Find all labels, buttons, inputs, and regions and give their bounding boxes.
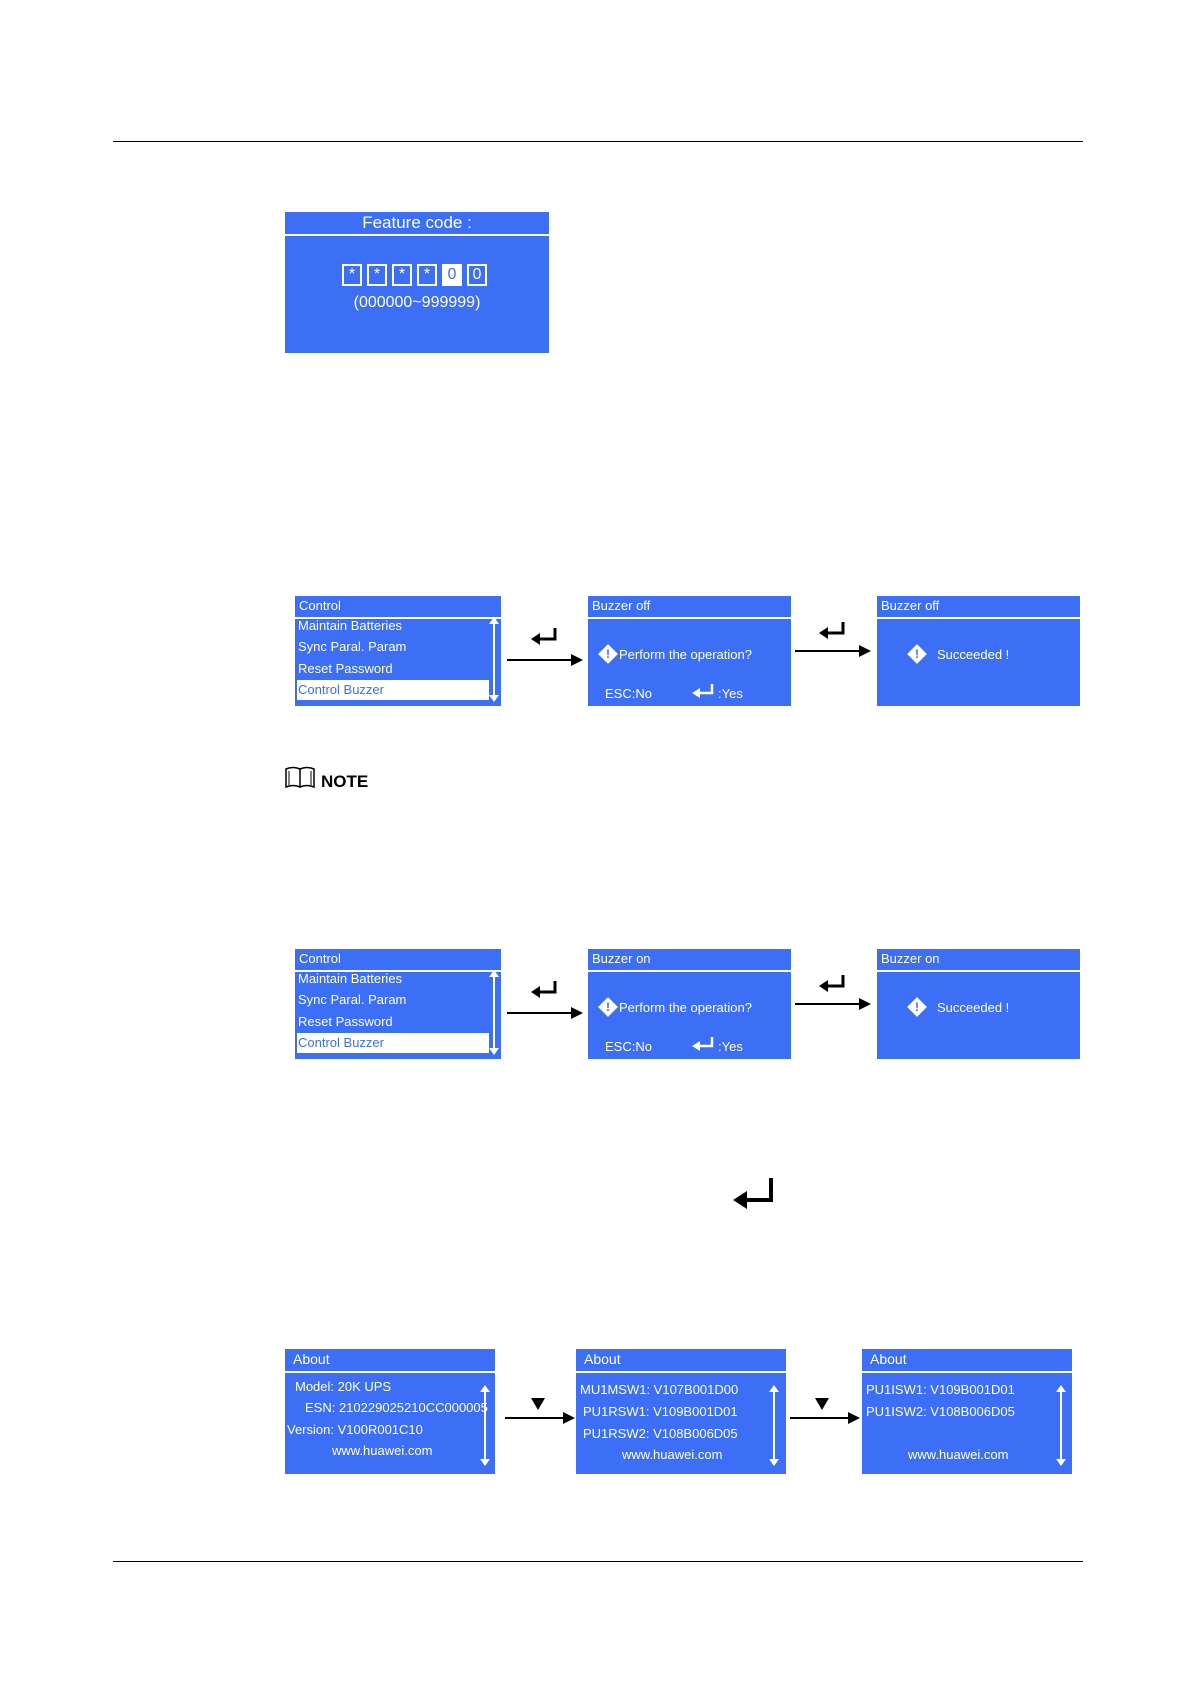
- digit-box-2[interactable]: *: [367, 264, 387, 286]
- control-menu-screen: Control Maintain Batteries Sync Paral. P…: [295, 596, 501, 706]
- enter-key-arrow: [507, 981, 583, 1021]
- buzzer-off-confirm-screen: Buzzer off ! Perform the operation? ESC:…: [588, 596, 791, 706]
- digit-box-3[interactable]: *: [392, 264, 412, 286]
- enter-key-icon: [819, 622, 849, 647]
- scroll-up-icon: [769, 1385, 779, 1392]
- buzzer-on-confirm-title: Buzzer on: [588, 949, 791, 972]
- down-key-icon: [531, 1398, 545, 1410]
- pu1isw1-line: PU1ISW1: V109B001D01: [866, 1382, 1015, 1397]
- scrollbar[interactable]: [1060, 1391, 1062, 1459]
- header-rule: [113, 141, 1083, 142]
- yes-label[interactable]: :Yes: [718, 1039, 743, 1054]
- menu-item-sync-paral-param[interactable]: Sync Paral. Param: [298, 639, 407, 654]
- control-menu-screen: Control Maintain Batteries Sync Paral. P…: [295, 949, 501, 1059]
- scroll-up-icon: [489, 617, 499, 624]
- about-screen-2: About MU1MSW1: V107B001D00 PU1RSW1: V109…: [576, 1349, 786, 1474]
- result-message: Succeeded !: [937, 647, 1010, 662]
- scroll-up-icon: [489, 970, 499, 977]
- scroll-down-icon: [1056, 1459, 1066, 1466]
- model-line: Model: 20K UPS: [295, 1379, 392, 1394]
- feature-code-screen: Feature code : (000000~999999): [285, 212, 549, 353]
- scrollbar[interactable]: [493, 623, 495, 695]
- buzzer-off-confirm-title: Buzzer off: [588, 596, 791, 619]
- website-line: www.huawei.com: [622, 1447, 723, 1462]
- buzzer-off-result-title: Buzzer off: [877, 596, 1080, 619]
- confirm-message: Perform the operation?: [619, 647, 752, 662]
- scroll-down-icon: [489, 1048, 499, 1055]
- feature-code-title: Feature code :: [285, 212, 549, 236]
- about-title: About: [285, 1349, 495, 1373]
- pu1isw2-line: PU1ISW2: V108B006D05: [866, 1404, 1015, 1419]
- flow-arrow: [505, 1411, 575, 1425]
- control-menu-title: Control: [295, 949, 501, 972]
- pu1rsw1-line: PU1RSW1: V109B001D01: [583, 1404, 738, 1419]
- book-icon: [284, 765, 316, 796]
- buzzer-off-result-screen: Buzzer off ! Succeeded !: [877, 596, 1080, 706]
- menu-item-sync-paral-param[interactable]: Sync Paral. Param: [298, 992, 407, 1007]
- enter-key-icon: [692, 684, 716, 705]
- yes-label[interactable]: :Yes: [718, 686, 743, 701]
- enter-key-icon: [531, 981, 561, 1006]
- scroll-down-icon: [489, 695, 499, 702]
- scrollbar[interactable]: [484, 1391, 486, 1459]
- about-screen-3: About PU1ISW1: V109B001D01 PU1ISW2: V108…: [862, 1349, 1072, 1474]
- down-key-icon: [815, 1398, 829, 1410]
- feature-code-range: (000000~999999): [353, 294, 481, 311]
- note-label: NOTE: [321, 772, 369, 791]
- flow-arrow: [790, 1411, 860, 1425]
- menu-item-control-buzzer[interactable]: Control Buzzer: [297, 1033, 489, 1053]
- buzzer-on-result-title: Buzzer on: [877, 949, 1080, 972]
- mu1msw1-line: MU1MSW1: V107B001D00: [580, 1382, 739, 1397]
- scrollbar[interactable]: [493, 976, 495, 1048]
- enter-key-icon: [531, 628, 561, 653]
- scroll-down-icon: [480, 1459, 490, 1466]
- pu1rsw2-line: PU1RSW2: V108B006D05: [583, 1426, 738, 1441]
- control-menu-title: Control: [295, 596, 501, 619]
- enter-key-icon: [692, 1037, 716, 1058]
- digit-box-1[interactable]: *: [342, 264, 362, 286]
- menu-item-control-buzzer[interactable]: Control Buzzer: [297, 680, 489, 700]
- menu-item-maintain-batteries[interactable]: Maintain Batteries: [298, 971, 403, 986]
- buzzer-on-result-screen: Buzzer on ! Succeeded !: [877, 949, 1080, 1059]
- enter-key-arrow: [795, 975, 871, 1015]
- buzzer-on-confirm-screen: Buzzer on ! Perform the operation? ESC:N…: [588, 949, 791, 1059]
- scroll-down-icon: [769, 1459, 779, 1466]
- enter-key-arrow: [795, 622, 871, 662]
- enter-key-arrow: [507, 628, 583, 668]
- esn-line: ESN: 210229025210CC000005: [305, 1400, 488, 1415]
- digit-box-6[interactable]: 0: [467, 264, 487, 286]
- enter-key-icon: [819, 975, 849, 1000]
- digit-box-4[interactable]: *: [417, 264, 437, 286]
- menu-item-reset-password[interactable]: Reset Password: [298, 661, 393, 676]
- esc-no-label[interactable]: ESC:No: [605, 1039, 652, 1054]
- confirm-message: Perform the operation?: [619, 1000, 752, 1015]
- about-title: About: [576, 1349, 786, 1373]
- about-title: About: [862, 1349, 1072, 1373]
- about-screen-1: About Model: 20K UPS ESN: 210229025210CC…: [285, 1349, 495, 1474]
- website-line: www.huawei.com: [908, 1447, 1009, 1462]
- version-line: Version: V100R001C10: [287, 1422, 423, 1437]
- website-line: www.huawei.com: [332, 1443, 433, 1458]
- esc-no-label[interactable]: ESC:No: [605, 686, 652, 701]
- enter-key-icon: [733, 1176, 779, 1217]
- digit-box-5[interactable]: 0: [442, 264, 462, 286]
- menu-item-reset-password[interactable]: Reset Password: [298, 1014, 393, 1029]
- result-message: Succeeded !: [937, 1000, 1010, 1015]
- scroll-up-icon: [1056, 1385, 1066, 1392]
- menu-item-maintain-batteries[interactable]: Maintain Batteries: [298, 618, 403, 633]
- scroll-up-icon: [480, 1385, 490, 1392]
- scrollbar[interactable]: [773, 1391, 775, 1459]
- footer-rule: [113, 1561, 1083, 1562]
